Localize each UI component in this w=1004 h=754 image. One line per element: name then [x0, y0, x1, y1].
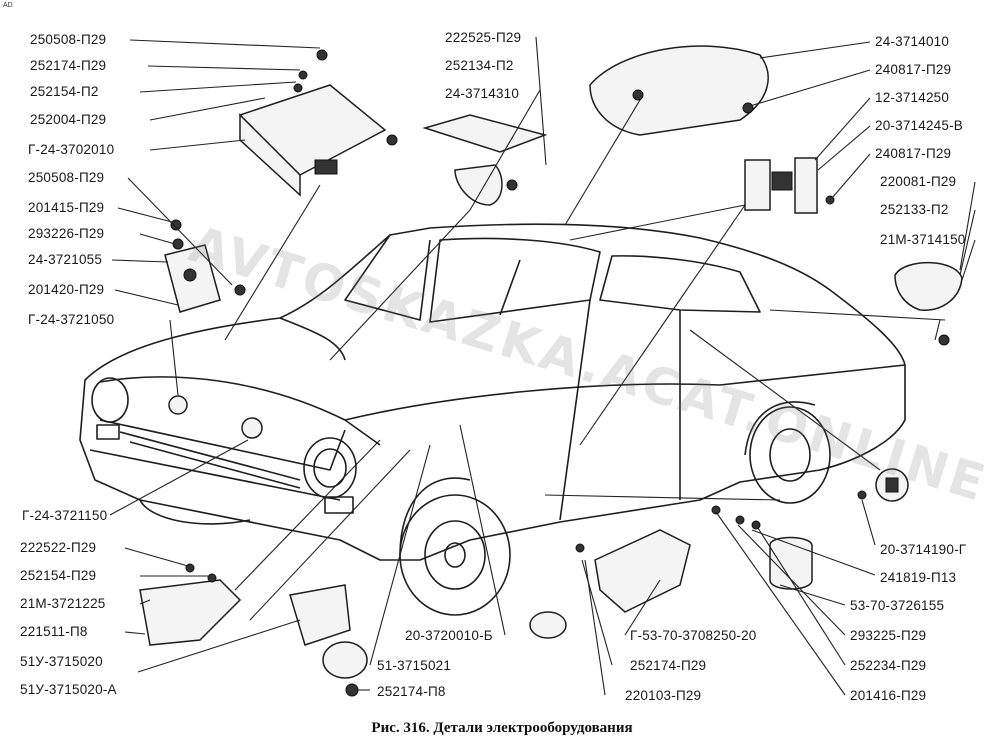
label-left-1: 250508-П29	[30, 32, 107, 47]
part-pressure-sensor	[529, 611, 567, 639]
label-bottom-4: 220103-П29	[625, 688, 702, 703]
label-right-3: 12-3714250	[875, 90, 950, 105]
part-lamp-shade	[894, 261, 963, 311]
label-right-14: 201416-П29	[850, 688, 927, 703]
part-switch	[744, 157, 818, 214]
part-interior-lamp-bracket	[422, 114, 548, 206]
label-left-11: Г-24-3721050	[28, 312, 115, 327]
part-relay-block	[238, 84, 387, 197]
part-fasteners	[170, 49, 950, 583]
label-right-8: 21М-3714150	[880, 232, 966, 247]
label-left-2: 252174-П29	[30, 58, 107, 73]
part-courtesy-lamp	[589, 45, 769, 136]
label-left-16: 221511-П8	[20, 624, 88, 639]
label-right-11: 53-70-3726155	[850, 598, 945, 613]
label-right-1: 24-3714010	[875, 34, 950, 49]
label-left-10: 201420-П29	[28, 282, 105, 297]
label-left-15: 21М-3721225	[20, 596, 106, 611]
label-left-18: 51У-3715020-А	[20, 682, 117, 697]
label-left-6: 250508-П29	[28, 170, 105, 185]
figure-caption: Рис. 316. Детали электрооборудования	[371, 720, 633, 736]
label-right-2: 240817-П29	[875, 62, 952, 77]
label-right-6: 220081-П29	[880, 174, 957, 189]
label-bottom-3: 252174-П29	[630, 658, 707, 673]
label-top-1: 222525-П29	[445, 30, 522, 45]
part-door-switch	[875, 468, 909, 502]
label-left-13: 222522-П29	[20, 540, 97, 555]
label-bottom-5: 51-3715021	[377, 658, 452, 673]
label-right-7: 252133-П2	[880, 202, 949, 217]
label-left-12: Г-24-3721150	[22, 508, 108, 523]
label-bottom-2: Г-53-70-3708250-20	[630, 628, 757, 643]
label-right-4: 20-3714245-В	[875, 118, 963, 133]
part-horn-bracket	[164, 244, 221, 313]
label-left-5: Г-24-3702010	[28, 142, 115, 157]
label-left-3: 252154-П2	[30, 84, 99, 99]
label-right-10: 241819-П13	[880, 570, 957, 585]
part-horn-signal	[289, 584, 368, 697]
label-right-13: 252234-П29	[850, 658, 927, 673]
label-right-9: 20-3714190-Г	[880, 542, 967, 557]
part-regulator	[139, 579, 242, 646]
label-left-14: 252154-П29	[20, 568, 97, 583]
label-left-7: 201415-П29	[28, 200, 105, 215]
corner-mark: AD	[3, 2, 13, 9]
part-horn-front	[168, 395, 263, 439]
label-bottom-6: 252174-П8	[377, 684, 446, 699]
label-right-12: 293225-П29	[850, 628, 927, 643]
label-right-5: 240817-П29	[875, 146, 952, 161]
label-top-3: 24-3714310	[445, 86, 520, 101]
label-top-2: 252134-П2	[445, 58, 514, 73]
part-capacitor	[769, 536, 813, 590]
label-bottom-1: 20-3720010-Б	[405, 628, 493, 643]
part-relay-base	[594, 529, 691, 613]
label-left-4: 252004-П29	[30, 112, 107, 127]
leader-lines	[109, 36, 976, 696]
label-left-17: 51У-3715020	[20, 654, 103, 669]
label-left-9: 24-3721055	[28, 252, 103, 267]
label-left-8: 293226-П29	[28, 226, 105, 241]
